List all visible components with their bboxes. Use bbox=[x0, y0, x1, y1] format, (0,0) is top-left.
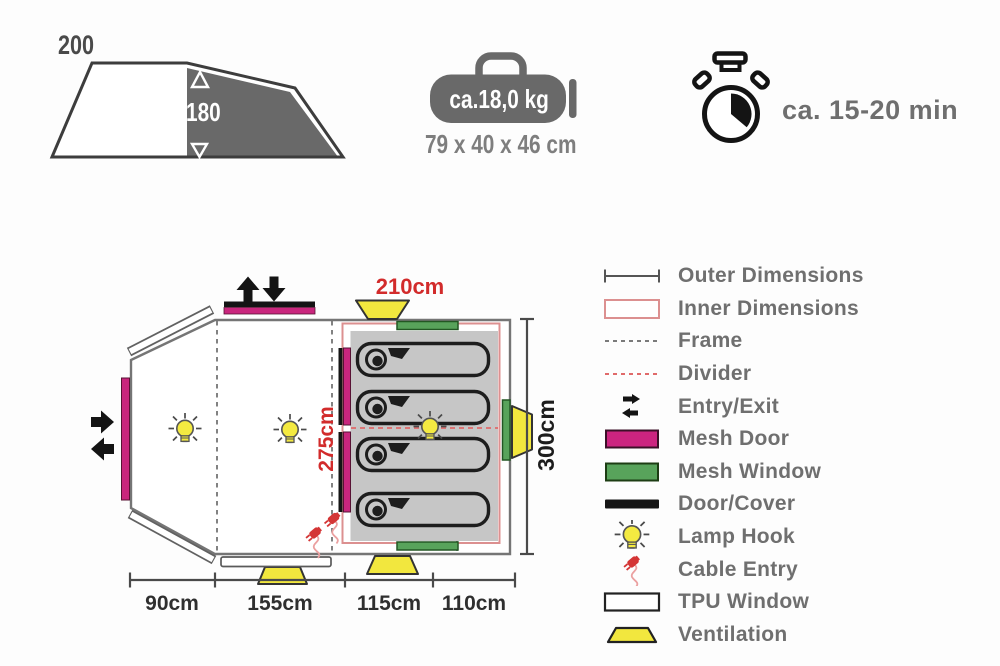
legend: Outer Dimensions Inner Dimensions Frame … bbox=[598, 260, 993, 651]
carry-bag-icon bbox=[430, 52, 577, 123]
legend-item-inner-dimensions: Inner Dimensions bbox=[598, 293, 993, 326]
legend-item-divider: Divider bbox=[598, 358, 993, 391]
bag-size-label: 79 x 40 x 46 cm bbox=[425, 129, 577, 159]
profile-width-label: 200 bbox=[58, 30, 95, 60]
floor-plan bbox=[91, 276, 534, 588]
dimension-lines bbox=[128, 317, 534, 588]
dim-section-155: 155cm bbox=[247, 592, 313, 615]
top-door-bars bbox=[223, 301, 316, 315]
tpu-windows bbox=[126, 305, 332, 568]
entry-exit-icon bbox=[598, 393, 666, 421]
legend-item-cable-entry: Cable Entry bbox=[598, 553, 993, 586]
legend-item-mesh-door: Mesh Door bbox=[598, 423, 993, 456]
lamp-hook-icon bbox=[598, 520, 666, 554]
legend-item-door-cover: Door/Cover bbox=[598, 488, 993, 521]
dim-inner-width: 275cm bbox=[315, 406, 338, 472]
door-cover-swatch bbox=[598, 490, 666, 518]
arrow-down-icon bbox=[189, 142, 210, 160]
cabin-door-bars bbox=[338, 347, 351, 513]
dim-section-90: 90cm bbox=[145, 592, 199, 615]
tent-side-profile-icon bbox=[49, 61, 346, 160]
mesh-windows bbox=[396, 320, 511, 551]
mesh-window-swatch bbox=[598, 458, 666, 486]
inner-dimensions-icon bbox=[598, 295, 666, 323]
dim-section-115: 115cm bbox=[356, 592, 422, 615]
divider-icon bbox=[598, 360, 666, 388]
dim-section-110: 110cm bbox=[441, 592, 507, 615]
bag-weight-label: ca.18,0 kg bbox=[449, 84, 549, 114]
legend-item-outer-dimensions: Outer Dimensions bbox=[598, 260, 993, 293]
entry-exit-arrows bbox=[91, 276, 286, 461]
cable-entry-icon bbox=[598, 553, 666, 586]
legend-item-frame: Frame bbox=[598, 325, 993, 358]
frame-icon bbox=[598, 327, 666, 355]
sleeping-cabin-floor bbox=[350, 331, 498, 541]
legend-item-ventilation: Ventilation bbox=[598, 619, 993, 652]
legend-item-mesh-window: Mesh Window bbox=[598, 456, 993, 489]
ventilation-icon bbox=[598, 621, 666, 649]
dim-top-width: 210cm bbox=[375, 274, 445, 299]
tpu-window-swatch bbox=[598, 588, 666, 616]
arrow-up-icon bbox=[190, 69, 210, 89]
mesh-door-swatch bbox=[598, 425, 666, 453]
legend-item-entry-exit: Entry/Exit bbox=[598, 390, 993, 423]
stopwatch-icon bbox=[692, 51, 770, 143]
profile-height-label: 180 bbox=[186, 97, 221, 127]
legend-item-tpu-window: TPU Window bbox=[598, 586, 993, 619]
legend-item-lamp-hook: Lamp Hook bbox=[598, 520, 993, 554]
dim-side-depth: 300cm bbox=[533, 399, 559, 471]
pitch-time-label: ca. 15-20 min bbox=[782, 95, 959, 125]
outer-dimensions-icon bbox=[598, 262, 666, 290]
porch-mesh-door bbox=[121, 377, 130, 501]
